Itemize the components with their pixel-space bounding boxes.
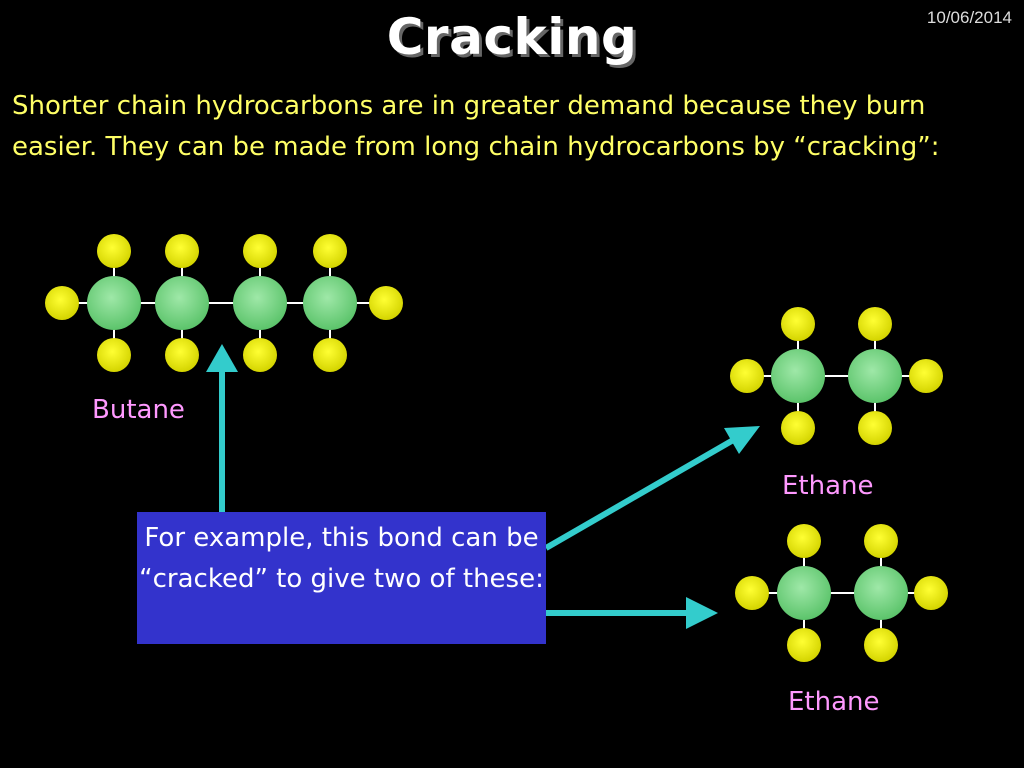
hydrogen-atom [313,338,347,372]
ethane-label-bottom: Ethane [788,687,880,717]
hydrogen-atom [165,234,199,268]
hydrogen-atom [909,359,943,393]
hydrogen-atom [165,338,199,372]
carbon-atom [854,566,908,620]
hydrogen-atom [781,411,815,445]
hydrogen-atom [97,234,131,268]
carbon-atom [87,276,141,330]
hydrogen-atom [730,359,764,393]
hydrogen-atom [787,628,821,662]
hydrogen-atom [45,286,79,320]
hydrogen-atom [369,286,403,320]
arrow-to-ethane-bottom [546,597,718,629]
hydrogen-atom [243,234,277,268]
carbon-atom [155,276,209,330]
hydrogen-atom [781,307,815,341]
hydrogen-atom [243,338,277,372]
carbon-atom [848,349,902,403]
ethane-label-top: Ethane [782,471,874,501]
carbon-atom [777,566,831,620]
carbon-atom [771,349,825,403]
hydrogen-atom [313,234,347,268]
carbon-atom [303,276,357,330]
hydrogen-atom [864,628,898,662]
intro-text: Shorter chain hydrocarbons are in greate… [12,91,940,162]
hydrogen-atom [97,338,131,372]
arrow-up-to-bond [206,344,238,512]
hydrogen-atom [914,576,948,610]
ethane-molecule-bottom [735,524,948,662]
slide-title: Cracking [386,8,638,66]
arrow-to-ethane-top [544,426,760,551]
hydrogen-atom [735,576,769,610]
carbon-atom [233,276,287,330]
slide-date: 10/06/2014 [926,8,1012,27]
hydrogen-atom [864,524,898,558]
ethane-molecule-top [730,307,943,445]
hydrogen-atom [858,307,892,341]
butane-label: Butane [92,395,185,425]
callout-box: For example, this bond can be “cracked” … [137,512,546,644]
hydrogen-atom [787,524,821,558]
hydrogen-atom [858,411,892,445]
butane-molecule [45,234,403,372]
